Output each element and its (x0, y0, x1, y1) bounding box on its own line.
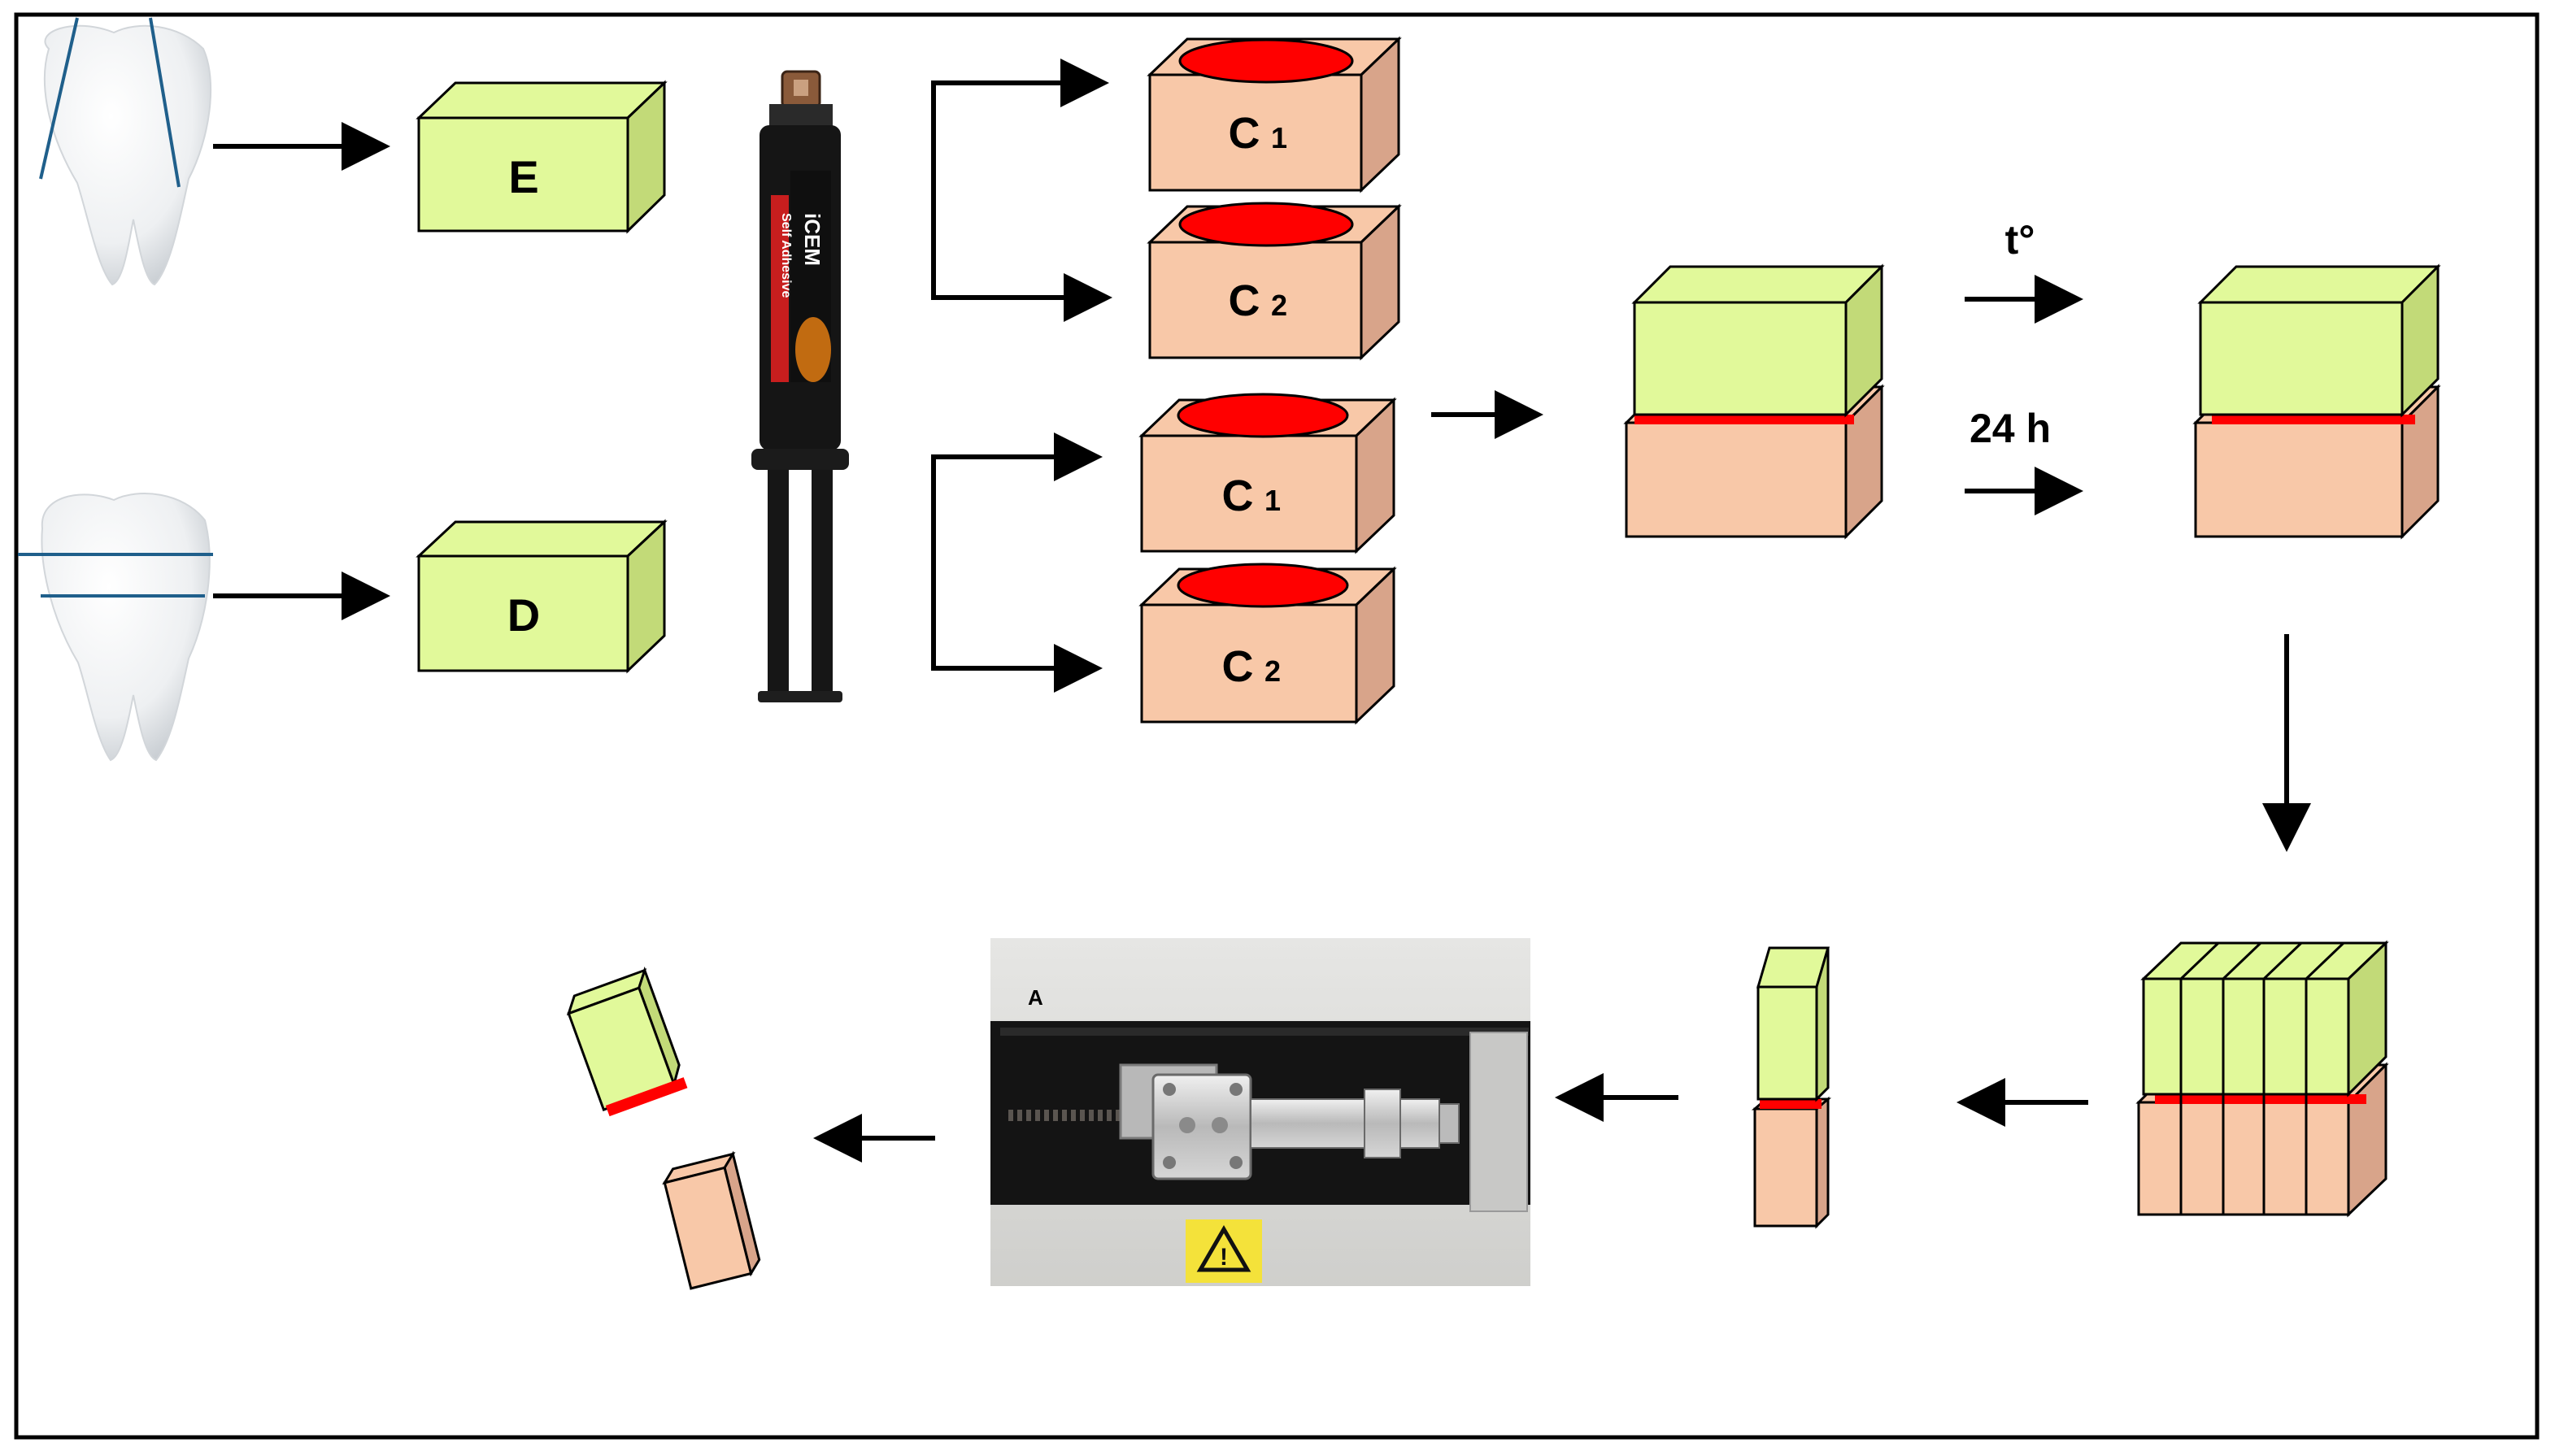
composite-label: C (1222, 642, 1254, 691)
composite-subscript: 1 (1264, 484, 1281, 517)
dentin-block-label: D (507, 589, 540, 641)
enamel-block-label: E (508, 151, 538, 202)
sectioned-block (2135, 940, 2389, 1218)
testing-machine-image: A ! (990, 938, 1530, 1286)
composite-block-c1-upper: C 1 (1147, 36, 1402, 193)
cement-disc (1177, 393, 1349, 438)
cement-disc (1178, 38, 1354, 84)
bonded-block-after (2192, 263, 2441, 540)
composite-subscript: 1 (1271, 121, 1287, 154)
tooth-icon-enamel (39, 17, 212, 286)
bracket-arrow-lower (931, 432, 1103, 693)
tooth-icon-dentin (18, 493, 213, 762)
composite-subscript: 2 (1264, 654, 1281, 688)
bracket-arrow-upper (931, 59, 1112, 322)
svg-text:!: ! (1220, 1244, 1228, 1271)
composite-subscript: 2 (1271, 289, 1287, 322)
composite-block-c2-upper: C 2 (1147, 202, 1402, 361)
cement-disc (1177, 563, 1349, 608)
composite-label: C (1229, 276, 1260, 325)
composite-block-c2-lower: C 2 (1138, 563, 1397, 725)
syringe-brand-text: iCEM (800, 213, 825, 266)
syringe-variant-text: Self Adhesive (779, 213, 793, 298)
bonded-block-before (1623, 263, 1885, 540)
dentin-block: D (416, 519, 668, 674)
cement-syringe-image: iCEM Self Adhesive (751, 70, 849, 702)
machine-panel-label: A (1028, 985, 1043, 1010)
cement-disc (1178, 202, 1354, 247)
duration-label: 24 h (1970, 406, 2051, 451)
composite-label: C (1222, 472, 1254, 520)
composite-label: C (1229, 109, 1260, 158)
enamel-block: E (416, 80, 668, 234)
fractured-specimen (566, 966, 761, 1290)
stick-specimen (1751, 946, 1832, 1229)
composite-block-c1-lower: C 1 (1138, 393, 1397, 554)
temperature-label: t° (2005, 217, 2035, 263)
